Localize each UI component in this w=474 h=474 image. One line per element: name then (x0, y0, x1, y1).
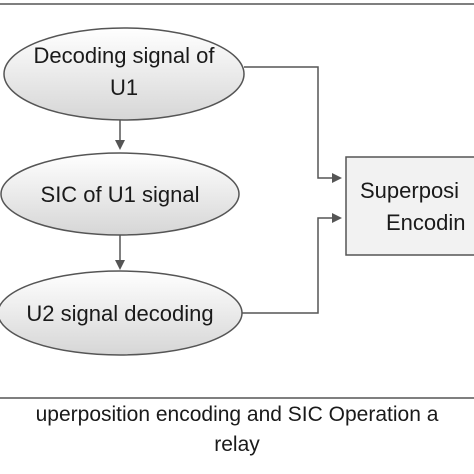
node-sic-u1-signal-label: SIC of U1 signal (41, 182, 200, 207)
node-superposition-line2: Encodin (386, 210, 466, 235)
node-decoding-signal-u1-line2: U1 (110, 75, 138, 100)
node-superposition-line1: Superposi (360, 178, 459, 203)
node-u2-signal-decoding-label: U2 signal decoding (26, 301, 213, 326)
caption-line2: relay (214, 433, 260, 456)
caption-line1: uperposition encoding and SIC Operation … (35, 403, 439, 426)
node-decoding-signal-u1: Decoding signal of U1 (3, 27, 245, 121)
node-decoding-signal-u1-line1: Decoding signal of (33, 43, 215, 68)
figure-caption: uperposition encoding and SIC Operation … (0, 400, 474, 460)
node-u2-signal-decoding: U2 signal decoding (0, 270, 243, 356)
node-superposition-encoding: Superposi Encodin (345, 156, 474, 256)
arrow-decoding-to-superposition (244, 66, 342, 183)
arrow-u2-to-superposition (242, 213, 342, 314)
node-sic-u1-signal: SIC of U1 signal (0, 152, 240, 236)
